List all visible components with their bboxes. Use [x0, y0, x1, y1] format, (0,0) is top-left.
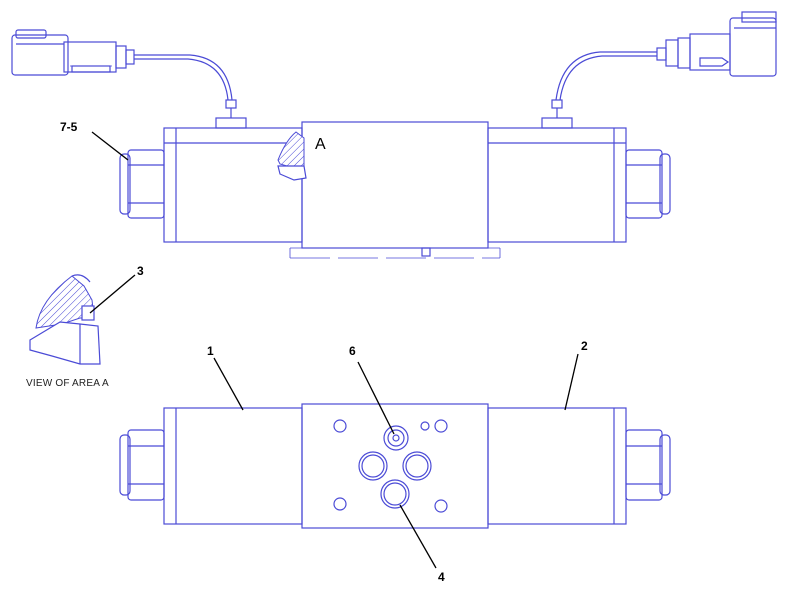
top-view	[11, 11, 777, 259]
leader-4	[399, 504, 437, 569]
leader-lines	[89, 131, 579, 569]
area-a-label: A	[315, 136, 326, 153]
mounting-face	[301, 403, 489, 529]
callout-6: 6	[349, 344, 356, 358]
bottom-left-nut	[119, 429, 165, 501]
bottom-view	[119, 403, 671, 529]
area-a-cutaway	[277, 131, 307, 181]
bottom-right-body	[487, 407, 627, 525]
leader-1	[213, 357, 244, 411]
leader-3	[89, 274, 136, 314]
left-solenoid-body	[163, 117, 303, 243]
right-solenoid-body	[487, 117, 627, 243]
center-valve-body	[289, 121, 501, 259]
callout-2: 2	[581, 339, 588, 353]
left-solenoid-nut	[119, 149, 165, 219]
right-solenoid-nut	[625, 149, 671, 219]
leader-6	[357, 361, 395, 435]
callout-7-5: 7-5	[60, 120, 78, 134]
callout-1: 1	[207, 344, 214, 358]
bottom-right-nut	[625, 429, 671, 501]
leader-7-5	[91, 131, 129, 161]
detail-view-area-a	[29, 274, 101, 365]
callout-4: 4	[438, 570, 445, 584]
left-connector	[11, 29, 237, 118]
leader-2	[564, 353, 579, 411]
right-connector	[551, 11, 777, 118]
bottom-left-body	[163, 407, 303, 525]
view-of-area-a-label: VIEW OF AREA A	[26, 378, 109, 389]
callout-3: 3	[137, 264, 144, 278]
